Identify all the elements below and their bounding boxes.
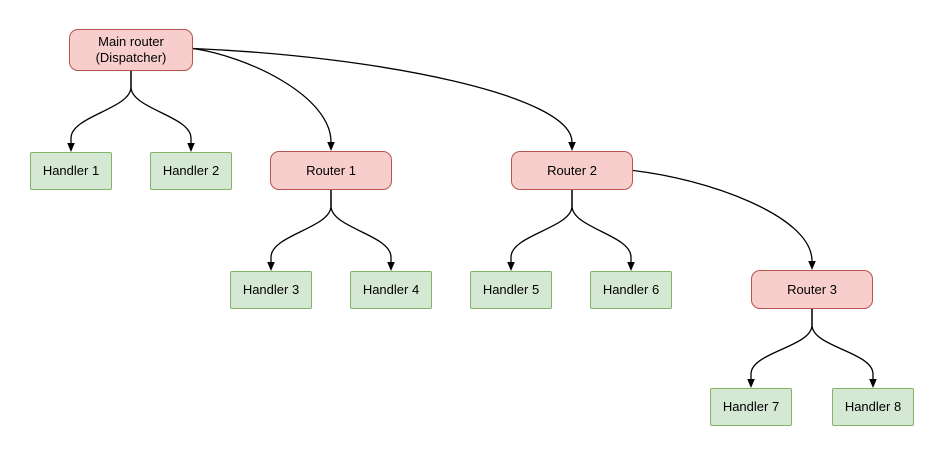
node-handler-8[interactable]: Handler 8 [832, 388, 914, 426]
node-router-2[interactable]: Router 2 [511, 151, 633, 190]
edge-r3-to-h8 [811, 309, 877, 388]
node-handler-2[interactable]: Handler 2 [150, 152, 232, 190]
node-handler-3[interactable]: Handler 3 [230, 271, 312, 309]
node-router-3[interactable]: Router 3 [751, 270, 873, 309]
node-handler-1[interactable]: Handler 1 [30, 152, 112, 190]
edge-main-to-h2 [130, 71, 195, 152]
edge-main-to-r1 [192, 47, 335, 151]
node-handler-6[interactable]: Handler 6 [590, 271, 672, 309]
edge-main-to-h1 [67, 71, 132, 152]
edge-r1-to-h3 [267, 190, 332, 271]
node-handler-7[interactable]: Handler 7 [710, 388, 792, 426]
edge-r2-to-r3 [632, 169, 816, 270]
edge-r1-to-h4 [330, 190, 395, 271]
edge-main-to-r2 [192, 47, 576, 151]
edge-r2-to-h6 [571, 190, 635, 271]
edge-r3-to-h7 [747, 309, 813, 388]
node-main-router-dispatcher[interactable]: Main router (Dispatcher) [69, 29, 193, 71]
node-handler-5[interactable]: Handler 5 [470, 271, 552, 309]
node-router-1[interactable]: Router 1 [270, 151, 392, 190]
node-handler-4[interactable]: Handler 4 [350, 271, 432, 309]
edge-r2-to-h5 [507, 190, 573, 271]
